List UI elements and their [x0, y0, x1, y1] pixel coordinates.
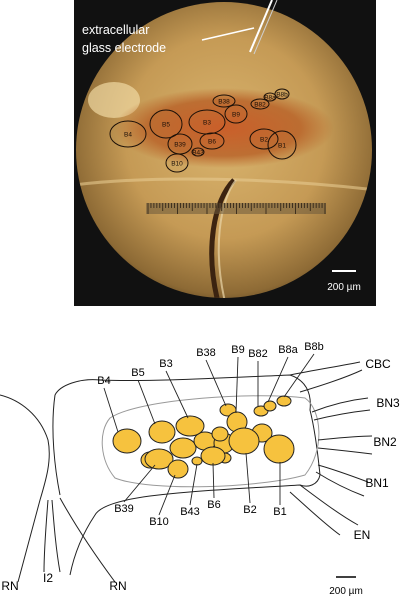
photo-neuron-b8b: B8b — [274, 88, 290, 100]
svg-text:B43: B43 — [192, 150, 204, 157]
photo-scale-label: 200 µm — [327, 282, 361, 293]
svg-text:B39: B39 — [174, 142, 186, 149]
nerve-label-rn-right: RN — [109, 579, 126, 593]
svg-text:B5: B5 — [162, 122, 170, 129]
neuron-b6 — [200, 446, 226, 466]
leader-b43 — [189, 463, 198, 506]
label-b5: B5 — [131, 367, 144, 379]
photo-neuron-b6: B6 — [199, 132, 225, 150]
unlabeled-neuron — [169, 437, 197, 459]
nerve-label-cbc: CBC — [365, 357, 391, 371]
svg-text:B3: B3 — [203, 120, 211, 127]
leader-b38 — [205, 359, 227, 407]
photo-neuron-b1: B1 — [267, 130, 297, 160]
leader-b4 — [103, 387, 119, 433]
svg-text:B8b: B8b — [276, 92, 288, 99]
nerve-label-rn-left: RN — [1, 579, 18, 593]
label-b3: B3 — [159, 358, 172, 370]
svg-text:B10: B10 — [171, 161, 183, 168]
photo-neuron-b8a: B8a — [263, 92, 277, 102]
leader-b8b — [283, 353, 315, 398]
photo-neuron-b10: B10 — [165, 153, 189, 173]
label-b8a: B8a — [278, 344, 298, 356]
label-b2: B2 — [243, 504, 256, 516]
svg-text:B38: B38 — [218, 99, 230, 106]
cluster-outline — [101, 395, 320, 488]
photo-neuron-b2: B2 — [249, 128, 279, 150]
leader-b8a — [267, 356, 289, 403]
neuron-b2 — [228, 427, 260, 455]
leader-b39 — [123, 464, 156, 503]
label-b6: B6 — [207, 499, 220, 511]
photo-neuron-b9: B9 — [224, 104, 248, 124]
neuron-b1 — [263, 434, 295, 464]
photo-neuron-b38: B38 — [212, 94, 236, 108]
nerve-label-bn3: BN3 — [376, 396, 400, 410]
neuron-b4 — [112, 428, 142, 454]
svg-text:B82: B82 — [254, 102, 266, 109]
bn1-nerve — [315, 464, 369, 497]
glass-electrode — [249, 0, 278, 55]
electrode-label-2: glass electrode — [82, 41, 166, 55]
left-lobe-outline — [0, 394, 50, 583]
label-b82: B82 — [248, 348, 268, 360]
svg-text:B1: B1 — [278, 143, 286, 150]
diagram-scale-label: 200 µm — [329, 586, 363, 597]
label-b4: B4 — [97, 375, 110, 387]
photo-neuron-b4: B4 — [109, 120, 147, 148]
label-b38: B38 — [196, 347, 216, 359]
nerve-label-en: EN — [354, 528, 371, 542]
svg-text:B2: B2 — [260, 137, 268, 144]
neuron-b8b — [276, 395, 292, 407]
leader-b6 — [212, 462, 215, 499]
label-b9: B9 — [231, 344, 244, 356]
leader-b10 — [158, 474, 176, 516]
rn-right-nerve — [59, 497, 116, 583]
label-b39: B39 — [114, 503, 134, 515]
svg-text:B9: B9 — [232, 112, 240, 119]
neuron-b8a — [263, 400, 277, 412]
i2-nerve — [43, 499, 61, 573]
photo-neuron-b82: B82 — [250, 98, 270, 110]
leader-b3 — [165, 370, 189, 419]
nerve-label-bn1: BN1 — [365, 476, 389, 490]
label-b1: B1 — [273, 506, 286, 518]
photo-scale-ruler — [146, 203, 326, 214]
svg-text:B8a: B8a — [264, 95, 276, 102]
leader-b5 — [137, 379, 156, 425]
nerve-label-bn2: BN2 — [373, 435, 397, 449]
bn3-nerve — [311, 397, 371, 421]
electrode-label: extracellular — [82, 23, 149, 37]
neuron-b10 — [167, 459, 189, 479]
cbc-nerve — [289, 361, 363, 393]
photo-neuron-b5: B5 — [149, 109, 183, 139]
leader-b9 — [235, 356, 239, 414]
unlabeled-neuron — [211, 426, 229, 442]
neuron-b43 — [191, 456, 203, 466]
electrode-pointer — [201, 27, 255, 41]
svg-text:B4: B4 — [124, 132, 132, 139]
label-b8b: B8b — [304, 341, 324, 353]
bn2-nerve — [317, 435, 373, 455]
svg-text:B6: B6 — [208, 139, 216, 146]
label-b10: B10 — [149, 516, 169, 528]
label-b43: B43 — [180, 506, 200, 518]
en-nerve — [289, 484, 359, 536]
neuron-b5 — [148, 420, 176, 444]
photo-neuron-b43: B43 — [191, 147, 205, 157]
leader-b2 — [245, 452, 251, 504]
neuron-b39 — [144, 448, 174, 470]
nerve-label-i2: I2 — [43, 571, 53, 585]
neuron-b3 — [175, 415, 205, 437]
